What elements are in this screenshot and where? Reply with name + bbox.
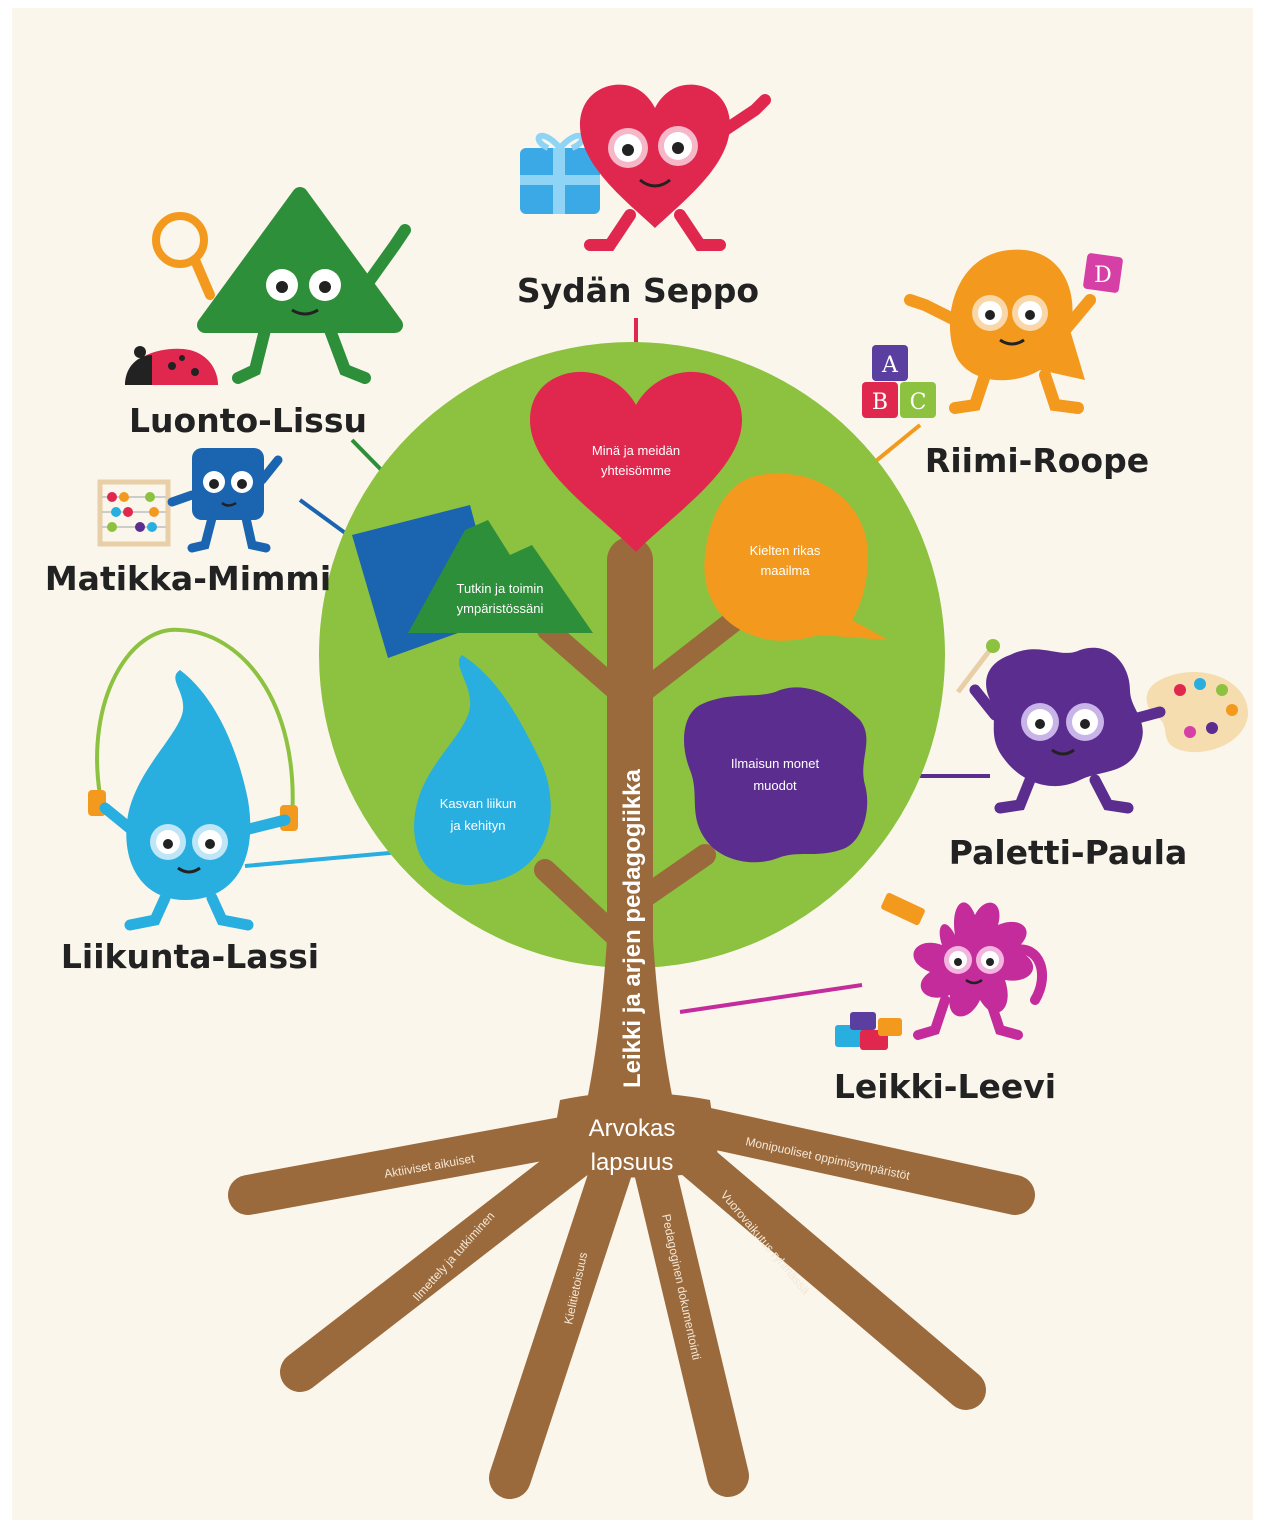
magnifier-icon (152, 212, 208, 268)
triangle-character (125, 187, 411, 385)
area-speech-line2: maailma (760, 563, 810, 578)
root-1 (228, 1110, 620, 1215)
root-base (548, 1092, 720, 1178)
area-drop-line1: Kasvan liikun (440, 796, 517, 811)
area-speech-line1: Kielten rikas (750, 543, 821, 558)
toy-block-icon (881, 892, 925, 926)
lego-bricks-icon (835, 1012, 902, 1050)
drop-character (88, 627, 298, 931)
character-name-liikunta-lassi: Liikunta-Lassi (61, 937, 319, 976)
area-blob-line2: muodot (753, 778, 797, 793)
area-triangle (408, 520, 593, 633)
svg-text:C: C (910, 390, 927, 415)
root-2 (280, 1120, 620, 1392)
trunk-label: Leikki ja arjen pedagogiikka (619, 769, 646, 1088)
svg-text:B: B (872, 390, 888, 415)
character-name-sydan-seppo: Sydän Seppo (517, 271, 759, 310)
area-drop (414, 655, 551, 885)
tree-roots (228, 1100, 1035, 1499)
area-blob (684, 687, 868, 863)
area-blob-line1: Ilmaisun monet (731, 756, 820, 771)
blob-character (956, 639, 1249, 814)
speech-bubble-character: A B C D (862, 249, 1123, 418)
area-triangle-line2: ympäristössäni (457, 601, 544, 616)
svg-text:D: D (1094, 263, 1112, 288)
area-heart-line2: yhteisömme (601, 463, 671, 478)
area-speech-bubble (704, 473, 888, 641)
jump-rope-icon (95, 627, 295, 821)
character-name-riimi-roope: Riimi-Roope (925, 441, 1149, 480)
svg-text:A: A (881, 353, 899, 378)
heart-character (520, 84, 771, 251)
abacus-icon (97, 479, 171, 547)
root-4 (629, 1129, 749, 1497)
letter-blocks-icon: A B C D (862, 253, 1123, 418)
root-5 (652, 1120, 986, 1410)
star-character (835, 892, 1048, 1050)
area-triangle-line1: Tutkin ja toimin (457, 581, 544, 596)
root-6 (652, 1100, 1035, 1215)
area-heart-line1: Minä ja meidän (592, 443, 680, 458)
character-name-luonto-lissu: Luonto-Lissu (129, 401, 367, 440)
paintbrush-icon (956, 648, 992, 694)
character-name-matikka-mimmi: Matikka-Mimmi (45, 559, 331, 598)
character-name-leikki-leevi: Leikki-Leevi (834, 1067, 1056, 1106)
character-name-paletti-paula: Paletti-Paula (949, 833, 1187, 872)
area-heart (530, 371, 742, 552)
square-character (97, 448, 283, 553)
area-drop-line2: ja kehityn (450, 818, 506, 833)
root-3 (489, 1129, 639, 1499)
